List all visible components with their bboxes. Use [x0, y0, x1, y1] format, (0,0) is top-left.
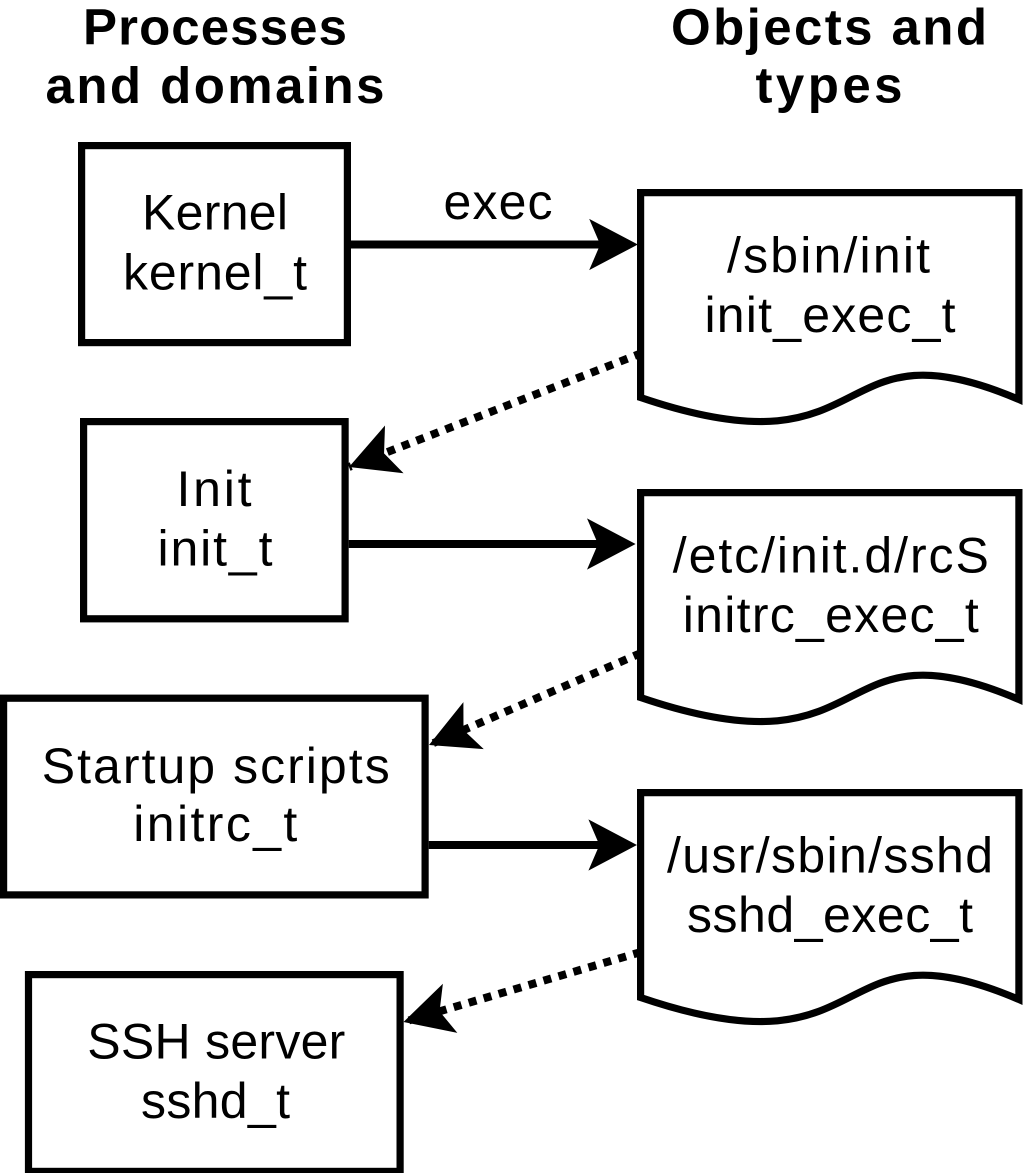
svg-text:Init: Init [177, 461, 252, 517]
svg-text:Kernel: Kernel [142, 185, 288, 241]
svg-text:/etc/init.d/rcS: /etc/init.d/rcS [673, 528, 989, 584]
svg-text:/usr/sbin/sshd: /usr/sbin/sshd [667, 828, 993, 884]
svg-text:sshd_t: sshd_t [141, 1073, 290, 1129]
svg-text:/sbin/init: /sbin/init [727, 228, 930, 284]
svg-text:Objects and: Objects and [671, 0, 987, 56]
svg-text:exec: exec [444, 174, 553, 230]
svg-text:initrc_exec_t: initrc_exec_t [683, 587, 979, 643]
svg-text:types: types [756, 57, 903, 114]
svg-text:init_t: init_t [158, 520, 273, 576]
svg-text:kernel_t: kernel_t [123, 245, 307, 301]
svg-text:sshd_exec_t: sshd_exec_t [687, 887, 973, 943]
svg-text:initrc_t: initrc_t [133, 796, 297, 852]
svg-text:Processes: Processes [83, 0, 347, 56]
svg-text:SSH server: SSH server [87, 1013, 345, 1069]
svg-text:and domains: and domains [46, 57, 385, 114]
